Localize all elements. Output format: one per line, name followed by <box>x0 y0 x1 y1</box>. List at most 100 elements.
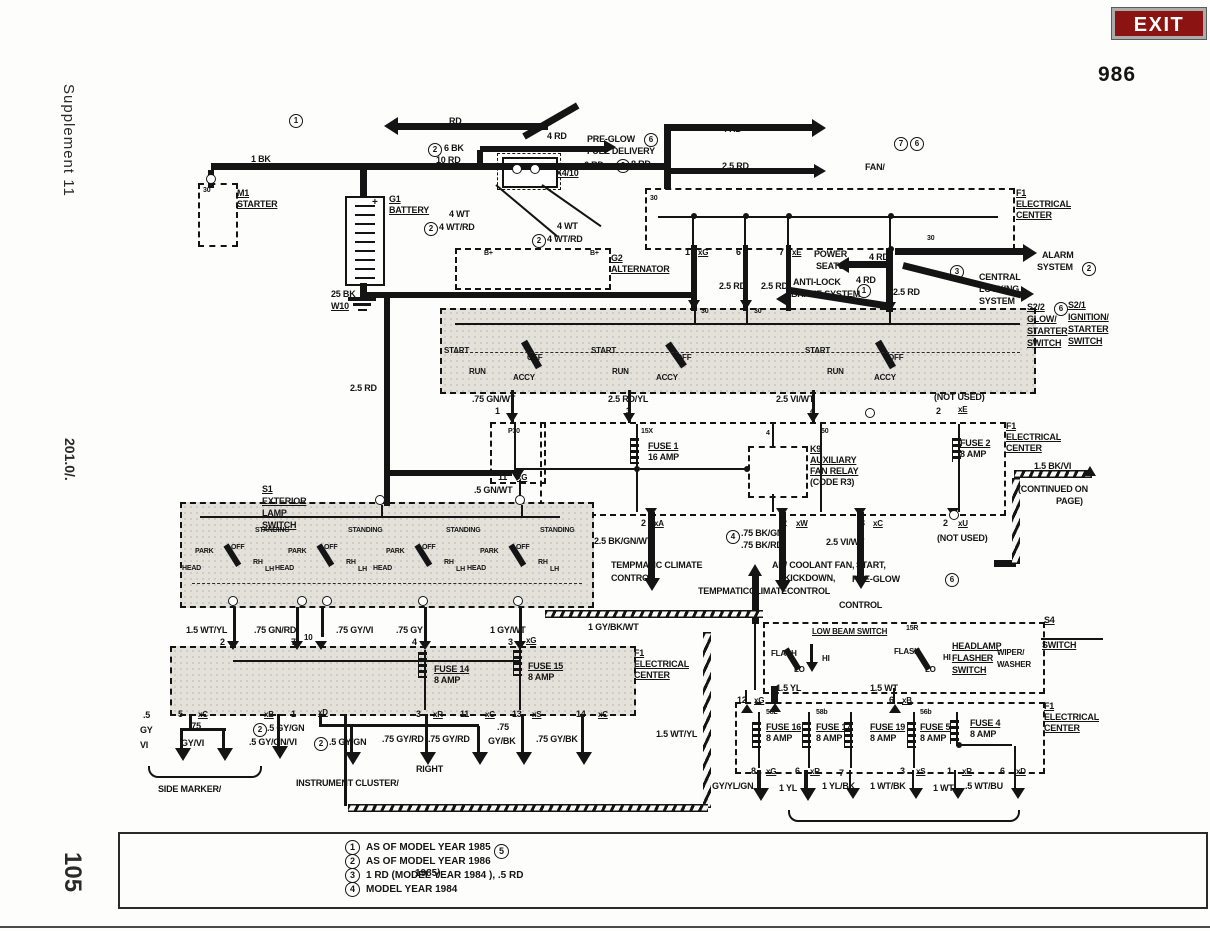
wire-segment <box>648 512 655 578</box>
diagram-label: .5 GN/WT <box>474 485 513 495</box>
diagram-label: xR <box>962 767 972 776</box>
arrowhead <box>175 748 191 761</box>
diagram-label: 1 YL <box>779 783 798 793</box>
diagram-label: RIGHT <box>416 764 443 774</box>
junction-dot <box>691 213 697 219</box>
diagram-label: FUSE 15 <box>528 661 564 671</box>
diagram-label: K9 <box>810 444 822 454</box>
diagram-label: xE <box>958 405 968 414</box>
legend-floating-number: 5 <box>494 844 509 859</box>
page-edge-rule <box>0 926 1210 928</box>
arrowhead <box>741 704 753 713</box>
diagram-label: LOW BEAM SWITCH <box>812 627 888 636</box>
diagram-label: GY/YL/GN <box>712 781 754 791</box>
dashed-divider-line <box>455 352 1020 353</box>
diagram-label: STARTER <box>1068 324 1109 334</box>
arrowhead <box>748 564 762 576</box>
circled-note-number: 2 <box>616 159 630 173</box>
arrowhead <box>516 752 532 765</box>
component-box <box>645 188 1015 250</box>
page-number: 986 <box>1098 63 1137 86</box>
arrowhead <box>753 788 769 801</box>
diagram-label: 8 AMP <box>920 733 947 743</box>
wire-segment <box>694 311 696 324</box>
diagram-label: WASHER <box>997 660 1031 669</box>
wire-segment <box>581 714 584 754</box>
diagram-label: 58b <box>816 709 828 716</box>
group-brace <box>148 766 262 778</box>
terminal-circle <box>206 174 216 184</box>
diagram-label: IGNITION/ <box>1068 312 1109 322</box>
diagram-label: HEAD <box>182 565 202 572</box>
diagram-label: 1 GY/WT <box>490 625 526 635</box>
diagram-label: .5 GY/GN <box>329 737 367 747</box>
diagram-label: 1 <box>291 709 296 719</box>
diagram-label: SYSTEM <box>979 296 1015 306</box>
diagram-label: ELECTRICAL <box>634 659 689 669</box>
diagram-label: xC <box>598 710 608 719</box>
wire-segment <box>477 150 483 168</box>
diagram-label: RH <box>253 559 263 566</box>
legend-number: 1 <box>345 840 360 855</box>
arrowhead <box>576 752 592 765</box>
wire-segment <box>233 660 521 662</box>
diagram-label: 30 <box>927 235 935 242</box>
diagram-label: P30 <box>508 428 520 435</box>
diagram-label: KICKDOWN, <box>784 573 836 583</box>
diagram-label: 2.5 RD <box>722 161 749 171</box>
diagram-label: 1 YL/BK <box>822 781 855 791</box>
diagram-label: RUN <box>469 367 486 376</box>
diagram-label: CENTER <box>1044 723 1080 733</box>
circled-note-number: 7 <box>894 137 908 151</box>
junction-dot <box>743 213 749 219</box>
diagram-label: xG <box>698 248 709 257</box>
margin-supplement-text: Supplement 11 <box>60 84 77 197</box>
diagram-label: 4 RD <box>547 131 567 141</box>
wire-segment <box>521 714 524 754</box>
diagram-label: 2.5 RD <box>350 383 377 393</box>
wire-segment <box>752 572 759 624</box>
component-box <box>763 622 1045 694</box>
legend-text: AS OF MODEL YEAR 1986 <box>366 856 491 867</box>
wire-segment <box>812 390 815 423</box>
wire-segment <box>519 607 522 645</box>
arrowhead <box>812 119 826 137</box>
wire-segment <box>424 650 426 710</box>
diagram-label: START, <box>856 560 886 570</box>
diagram-label: FUSE 19 <box>870 722 906 732</box>
wire-segment <box>321 607 324 637</box>
diagram-label: 10 <box>304 633 313 642</box>
diagram-label: 4 WT <box>449 209 470 219</box>
wire-segment <box>480 146 608 152</box>
diagram-label: 11 <box>460 709 470 719</box>
circled-note-number: 4 <box>726 530 740 544</box>
diagram-label: xG <box>517 473 528 482</box>
diagram-label: 4 RD <box>722 124 742 134</box>
exit-button[interactable]: EXIT <box>1111 7 1207 40</box>
diagram-label: xW <box>796 519 808 528</box>
diagram-label: BATTERY <box>389 205 430 215</box>
legend-number: 3 <box>345 868 360 883</box>
wire-segment <box>886 248 893 312</box>
arrowhead <box>514 641 526 650</box>
diagram-label: 6 <box>1000 766 1005 776</box>
diagram-label: .75 GY/BK <box>536 734 578 744</box>
diagram-label: .5 <box>143 710 151 720</box>
arrowhead <box>909 788 923 799</box>
diagram-label: 2.5 RD <box>893 287 920 297</box>
diagram-label: OFF <box>527 353 543 362</box>
arrowhead <box>420 752 436 765</box>
diagram-label: 16 AMP <box>648 452 679 462</box>
diagram-label: (CODE R3) <box>810 477 855 487</box>
diagram-label: xD <box>1016 767 1026 776</box>
diagram-label: xC <box>873 519 883 528</box>
circled-note-number: 1 <box>289 114 303 128</box>
terminal-circle <box>949 510 959 520</box>
arrowhead <box>884 302 896 312</box>
diagram-label: ANTI-LOCK <box>793 277 841 287</box>
terminal-circle <box>418 596 428 606</box>
fuse-symbol <box>513 650 522 676</box>
diagram-label: S1 <box>262 484 273 494</box>
diagram-label: 6 <box>889 695 894 705</box>
diagram-label: 50 <box>821 428 829 435</box>
